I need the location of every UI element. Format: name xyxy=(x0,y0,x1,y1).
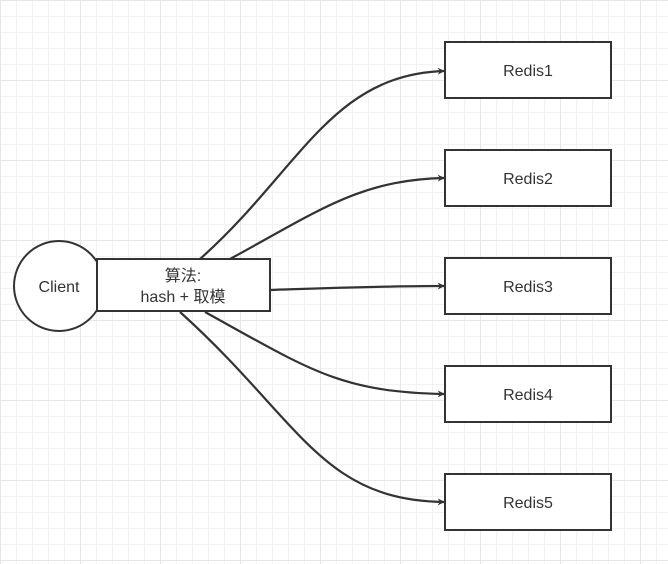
redis-node-1: Redis1 xyxy=(444,41,612,99)
edge-to-redis1 xyxy=(199,67,445,260)
edge-to-redis3 xyxy=(269,282,445,292)
algorithm-box xyxy=(96,258,271,312)
algorithm-label-line1: 算法: xyxy=(165,266,201,285)
redis-node-4: Redis4 xyxy=(444,365,612,423)
algorithm-node: 算法: hash + 取模 xyxy=(96,258,271,312)
redis-label: Redis1 xyxy=(503,63,553,80)
redis-box xyxy=(444,365,612,423)
client-label: Client xyxy=(39,279,80,296)
client-node: Client xyxy=(13,240,105,332)
redis-node-5: Redis5 xyxy=(444,473,612,531)
redis-label: Redis2 xyxy=(503,171,553,188)
redis-box xyxy=(444,473,612,531)
edge-to-redis5 xyxy=(179,311,445,506)
redis-box xyxy=(444,257,612,315)
edge-to-redis2 xyxy=(229,174,445,260)
redis-box xyxy=(444,149,612,207)
redis-node-3: Redis3 xyxy=(444,257,612,315)
algorithm-label-line2: hash + 取模 xyxy=(141,288,226,306)
redis-box xyxy=(444,41,612,99)
redis-node-2: Redis2 xyxy=(444,149,612,207)
redis-label: Redis5 xyxy=(503,495,553,512)
edge-to-redis4 xyxy=(204,311,445,398)
redis-label: Redis4 xyxy=(503,387,553,404)
redis-label: Redis3 xyxy=(503,279,553,296)
